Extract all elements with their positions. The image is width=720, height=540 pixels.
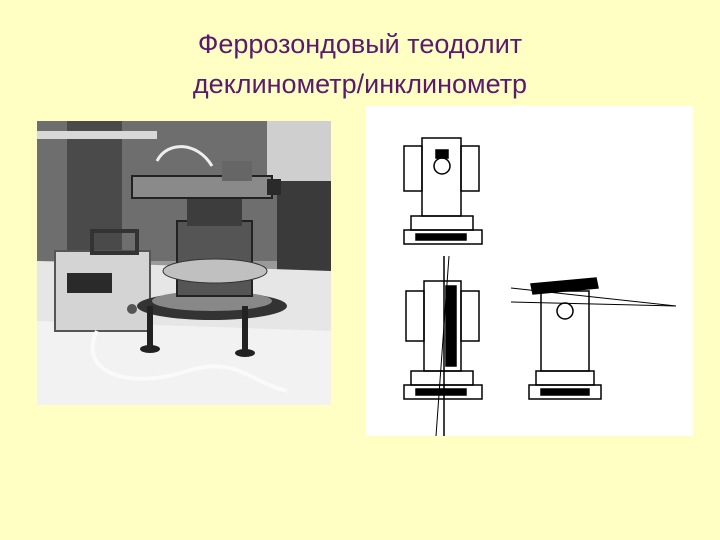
slide-title: Феррозондовый теодолит деклинометр/инкли… xyxy=(0,24,720,104)
diagram-right-view xyxy=(510,277,677,400)
title-line-1: Феррозондовый теодолит xyxy=(197,29,523,59)
theodolite-photo xyxy=(37,121,331,405)
diagram-left-view xyxy=(403,255,483,436)
diagram-top-view xyxy=(403,137,483,245)
theodolite-diagram xyxy=(366,106,693,436)
title-line-2: деклинометр/инклинометр xyxy=(192,69,528,99)
